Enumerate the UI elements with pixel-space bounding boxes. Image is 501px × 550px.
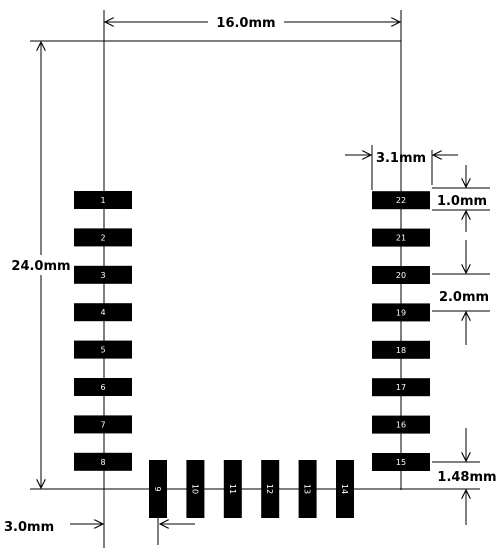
pad-label: 2	[100, 233, 105, 242]
pad-label: 19	[396, 308, 406, 317]
bottom-offset-dimension: 1.48mm	[436, 428, 498, 525]
pad-8: 8	[74, 452, 132, 471]
pad-11: 11	[223, 460, 242, 518]
pad-22: 22	[372, 191, 430, 210]
pad-3: 3	[74, 265, 132, 284]
pad-5: 5	[74, 340, 132, 359]
pitch-label: 2.0mm	[439, 290, 489, 305]
pad-label: 13	[303, 484, 312, 494]
pad-width-dimension: 1.0mm	[437, 165, 487, 232]
pad-label: 4	[100, 308, 105, 317]
pad-label: 1	[100, 196, 105, 205]
pad-9: 9	[149, 460, 167, 518]
left-offset-label: 3.0mm	[4, 520, 54, 535]
height-label: 24.0mm	[11, 259, 70, 274]
pad-label: 10	[190, 484, 199, 494]
pad-21: 21	[372, 228, 430, 247]
pad-width-label: 1.0mm	[437, 194, 487, 209]
pad-label: 11	[228, 484, 237, 494]
pad-label: 9	[153, 486, 162, 491]
pad-label: 17	[396, 383, 406, 392]
pad-19: 19	[372, 303, 430, 322]
pad-label: 16	[396, 421, 406, 430]
pad-label: 7	[100, 420, 105, 429]
pad-1: 1	[74, 191, 132, 209]
left-offset-dimension: 3.0mm	[4, 515, 195, 545]
width-dimension: 16.0mm	[105, 12, 400, 32]
pad-16: 16	[372, 415, 430, 434]
pad-label: 12	[265, 484, 274, 494]
pad-4: 4	[74, 303, 132, 322]
bottom-offset-label: 1.48mm	[437, 470, 496, 485]
pad-15: 15	[372, 453, 430, 471]
left-pads: 1 2 3 4 5 6 7 8	[74, 191, 132, 471]
pitch-dimension: 2.0mm	[439, 240, 489, 345]
pad-label: 3	[100, 271, 105, 280]
pad-label: 21	[396, 234, 406, 243]
pad-13: 13	[298, 460, 317, 518]
pad-label: 15	[396, 458, 406, 467]
pad-7: 7	[74, 415, 132, 434]
right-pads: 15 16 17 18 19 20 21 22	[372, 191, 430, 471]
pad-length-label: 3.1mm	[376, 151, 426, 166]
pad-17: 17	[372, 378, 430, 397]
pad-label: 22	[396, 196, 406, 205]
pad-label: 20	[396, 271, 406, 280]
pad-6: 6	[74, 378, 132, 396]
pad-2: 2	[74, 228, 132, 247]
pad-label: 18	[396, 346, 406, 355]
pad-12: 12	[261, 460, 280, 518]
pad-18: 18	[372, 340, 430, 359]
pad-label: 14	[340, 484, 349, 494]
bottom-pads: 9 10 11 12 13 14	[149, 460, 354, 518]
pad-label: 6	[100, 383, 105, 392]
pad-14: 14	[336, 460, 354, 518]
pad-length-dimension: 3.1mm	[345, 145, 458, 190]
height-dimension: 24.0mm	[6, 42, 76, 488]
width-label: 16.0mm	[216, 16, 275, 31]
pad-20: 20	[372, 266, 430, 284]
pad-label: 8	[100, 458, 105, 467]
pad-10: 10	[186, 460, 205, 518]
pad-label: 5	[100, 346, 105, 355]
